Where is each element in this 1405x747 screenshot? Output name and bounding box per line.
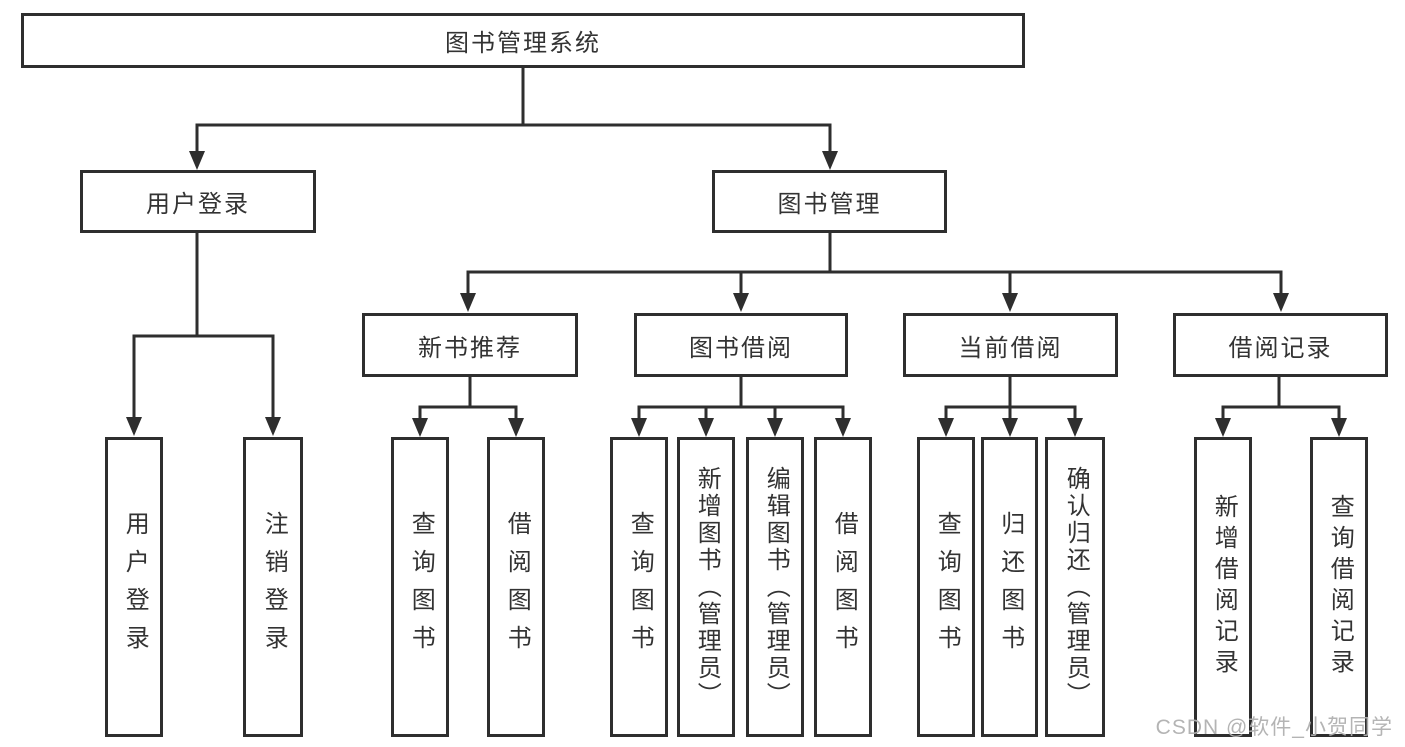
- arrowhead-icon: [733, 293, 749, 312]
- arrowhead-icon: [126, 417, 142, 436]
- leaf-return-book: 归还图书: [981, 437, 1038, 737]
- leaf-label: 借阅图书: [830, 511, 858, 663]
- leaf-add-borrow-record: 新增借阅记录: [1194, 437, 1252, 737]
- leaf-label: 新增图书（管理员）: [693, 465, 721, 709]
- leaf-label: 用户登录: [121, 511, 149, 663]
- node-book-management: 图书管理: [712, 170, 947, 233]
- arrowhead-icon: [1002, 293, 1018, 312]
- leaf-label: 查询图书: [626, 511, 654, 663]
- arrowhead-icon: [938, 418, 954, 437]
- leaf-add-book-admin: 新增图书（管理员）: [677, 437, 735, 737]
- arrowhead-icon: [767, 418, 783, 437]
- leaf-label: 注销登录: [260, 511, 288, 663]
- leaf-borrow-books: 借阅图书: [814, 437, 872, 737]
- leaf-query-borrow-record: 查询借阅记录: [1310, 437, 1368, 737]
- arrowhead-icon: [698, 418, 714, 437]
- arrowhead-icon: [1067, 418, 1083, 437]
- arrowhead-icon: [1002, 418, 1018, 437]
- leaf-user-login: 用户登录: [105, 437, 163, 737]
- leaf-label: 确认归还（管理员）: [1062, 465, 1090, 709]
- arrowhead-icon: [1215, 418, 1231, 437]
- arrowhead-icon: [412, 418, 428, 437]
- arrowhead-icon: [189, 151, 205, 170]
- leaf-label: 借阅图书: [503, 511, 531, 663]
- leaf-label: 归还图书: [996, 511, 1024, 663]
- leaf-label: 编辑图书（管理员）: [762, 465, 790, 709]
- leaf-query-books: 查询图书: [917, 437, 975, 737]
- node-library-management-system: 图书管理系统: [21, 13, 1025, 68]
- arrowhead-icon: [631, 418, 647, 437]
- leaf-label: 新增借阅记录: [1210, 494, 1238, 680]
- leaf-label: 查询图书: [933, 511, 961, 663]
- node-current-borrow: 当前借阅: [903, 313, 1118, 377]
- node-user-login: 用户登录: [80, 170, 316, 233]
- node-borrow-records: 借阅记录: [1173, 313, 1388, 377]
- node-new-book-recommend: 新书推荐: [362, 313, 578, 377]
- arrowhead-icon: [508, 418, 524, 437]
- arrowhead-icon: [1273, 293, 1289, 312]
- leaf-borrow-books: 借阅图书: [487, 437, 545, 737]
- arrowhead-icon: [822, 151, 838, 170]
- leaf-query-books: 查询图书: [610, 437, 668, 737]
- leaf-logout: 注销登录: [243, 437, 303, 737]
- leaf-confirm-return-admin: 确认归还（管理员）: [1045, 437, 1105, 737]
- leaf-edit-book-admin: 编辑图书（管理员）: [746, 437, 804, 737]
- arrowhead-icon: [835, 418, 851, 437]
- node-book-borrow: 图书借阅: [634, 313, 848, 377]
- arrowhead-icon: [1331, 418, 1347, 437]
- watermark: CSDN @软件_小贺同学: [1155, 716, 1393, 739]
- leaf-label: 查询图书: [407, 511, 435, 663]
- leaf-label: 查询借阅记录: [1326, 494, 1354, 680]
- arrowhead-icon: [265, 417, 281, 436]
- arrowhead-icon: [460, 293, 476, 312]
- leaf-query-books: 查询图书: [391, 437, 449, 737]
